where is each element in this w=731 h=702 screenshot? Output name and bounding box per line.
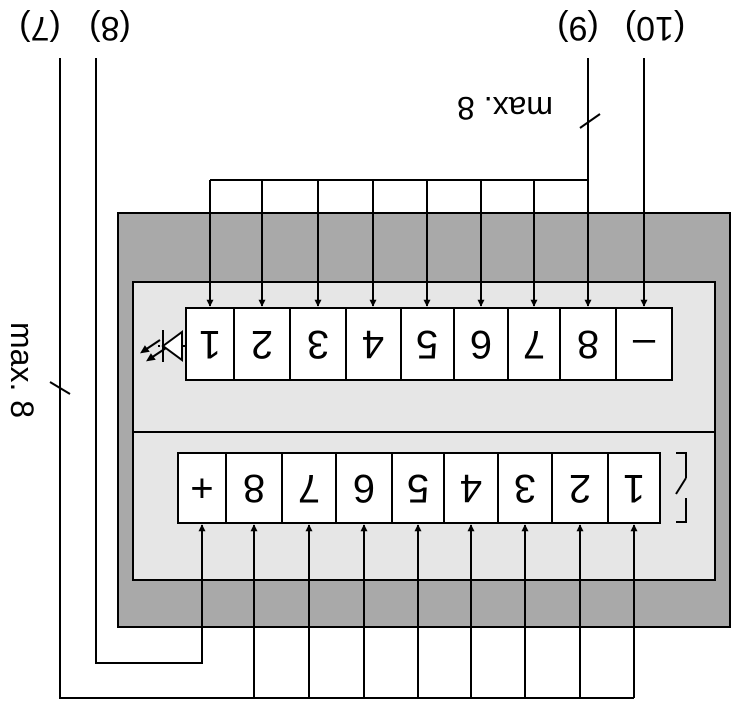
top-terminal: 6 bbox=[453, 307, 509, 381]
bottom-terminal-label: 2 bbox=[569, 466, 591, 510]
bottom-terminal: 4 bbox=[443, 452, 499, 524]
top-terminal: 1 bbox=[185, 307, 235, 381]
bottom-terminal: 3 bbox=[497, 452, 553, 524]
bottom-terminal-label: 4 bbox=[460, 466, 482, 510]
bottom-terminal-label: 6 bbox=[353, 466, 375, 510]
top-terminal: 2 bbox=[233, 307, 291, 381]
bottom-terminal-label: 3 bbox=[514, 466, 536, 510]
bottom-terminal-label: 8 bbox=[243, 466, 265, 510]
led-diode-icon bbox=[140, 330, 186, 362]
top-terminal: 4 bbox=[345, 307, 402, 381]
top-bus-wiring bbox=[206, 58, 648, 307]
relay-contact-icon bbox=[675, 452, 687, 523]
top-terminal-label: 5 bbox=[416, 322, 438, 366]
top-terminal: 5 bbox=[400, 307, 455, 381]
top-terminal-label: 3 bbox=[307, 322, 329, 366]
top-terminal-label: 1 bbox=[199, 322, 221, 366]
label-9: (9) bbox=[557, 9, 599, 47]
top-terminal-label: 6 bbox=[470, 322, 492, 366]
bottom-terminal: 6 bbox=[335, 452, 393, 524]
max-label-side: max. 8 bbox=[4, 322, 40, 418]
bottom-terminal: 2 bbox=[551, 452, 609, 524]
bottom-terminal: 8 bbox=[225, 452, 283, 524]
top-terminal-label: 8 bbox=[577, 322, 599, 366]
bottom-terminal-label: + bbox=[190, 466, 213, 510]
top-terminal-label: 4 bbox=[362, 322, 384, 366]
label-7: (7) bbox=[19, 9, 61, 47]
bottom-terminal-label: 1 bbox=[623, 466, 645, 510]
bottom-terminal: 5 bbox=[391, 452, 445, 524]
top-terminal: 8 bbox=[559, 307, 617, 381]
top-terminal-label: 2 bbox=[251, 322, 273, 366]
bottom-terminal: 7 bbox=[281, 452, 337, 524]
top-terminal-label: – bbox=[632, 322, 655, 366]
top-terminal-label: 7 bbox=[523, 322, 545, 366]
max-label-top: max. 8 bbox=[457, 90, 553, 126]
bottom-terminal-label: 7 bbox=[298, 466, 320, 510]
bottom-terminal: 1 bbox=[607, 452, 661, 524]
label-10: (10) bbox=[625, 9, 685, 47]
bottom-terminal: + bbox=[177, 452, 227, 524]
top-terminal: 3 bbox=[289, 307, 347, 381]
bottom-terminal-block: + 8 7 6 5 4 3 2 1 bbox=[177, 452, 661, 524]
label-8: (8) bbox=[89, 9, 131, 47]
top-terminal-block: 1 2 3 4 5 6 7 8 – bbox=[185, 307, 673, 381]
top-terminal: 7 bbox=[507, 307, 561, 381]
bottom-bus-wiring bbox=[49, 58, 638, 699]
bottom-terminal-label: 5 bbox=[407, 466, 429, 510]
top-terminal: – bbox=[615, 307, 673, 381]
